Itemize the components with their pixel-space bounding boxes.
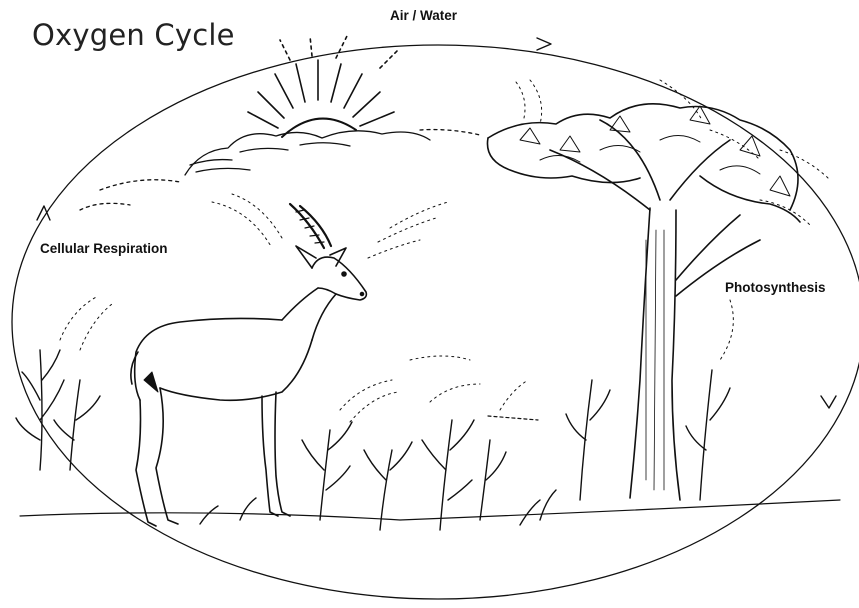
flow-arrow [488,416,538,420]
cloud-icon [80,130,480,210]
cycle-arrow-icon [537,38,551,50]
cycle-ellipse [12,45,859,599]
cycle-arrow-icon [821,396,836,408]
label-cellular-respiration: Cellular Respiration [40,241,168,256]
tree-illustration [487,104,800,500]
label-air-water: Air / Water [390,8,457,23]
label-photosynthesis: Photosynthesis [725,280,826,295]
gas-flow-lines [60,80,830,422]
sun-icon [248,34,398,137]
shrub-illustration [16,350,730,530]
page-title: Oxygen Cycle [32,18,235,52]
